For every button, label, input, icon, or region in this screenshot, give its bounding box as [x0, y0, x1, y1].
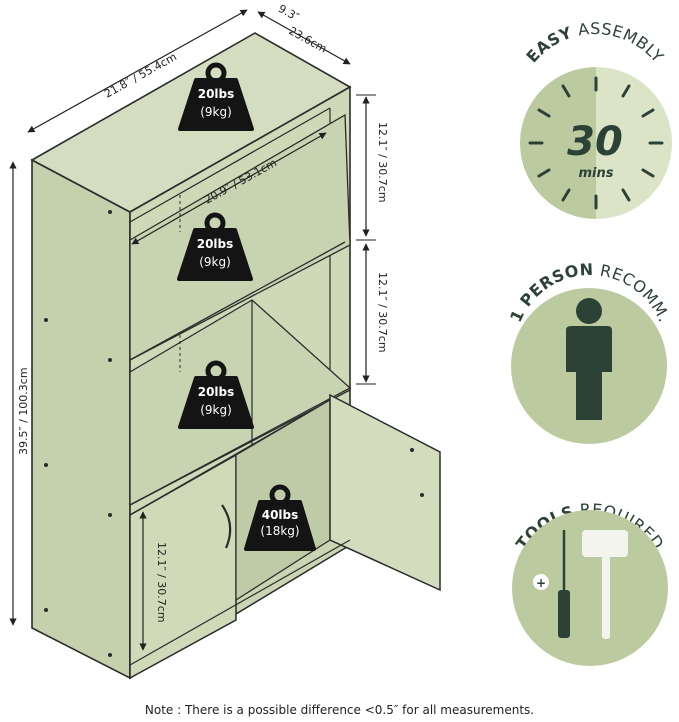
shelf-gap-top-label: 12.1″ / 30.7cm — [376, 122, 389, 203]
assembly-unit: mins — [579, 166, 614, 181]
right-door-open — [329, 393, 441, 592]
cabinet-height-label: 12.1″ / 30.7cm — [155, 542, 168, 623]
svg-text:20lbs: 20lbs — [198, 87, 235, 101]
weight-icon: 40lbs (18kg) — [244, 484, 316, 551]
svg-text:20lbs: 20lbs — [198, 385, 235, 399]
svg-text:20lbs: 20lbs — [197, 237, 234, 251]
weight-icon: 20lbs (9kg) — [177, 212, 253, 281]
svg-text:(18kg): (18kg) — [260, 524, 299, 538]
depth-cm-label: 23.6cm — [287, 24, 329, 55]
svg-text:(9kg): (9kg) — [199, 255, 231, 269]
svg-text:40lbs: 40lbs — [262, 508, 299, 522]
clock-icon — [528, 76, 664, 210]
weight-icon: 20lbs (9kg) — [178, 62, 254, 131]
svg-text:(9kg): (9kg) — [200, 105, 232, 119]
left-door — [129, 453, 237, 680]
height-label: 39.5″ / 100.3cm — [17, 367, 30, 455]
measurement-note: Note : There is a possible difference <0… — [144, 703, 535, 717]
svg-text:(9kg): (9kg) — [200, 403, 232, 417]
tools-required-badge: TOOLS REQUIRED + — [512, 500, 668, 666]
cabinet-side-panel — [31, 158, 131, 680]
screwdriver-icon: + — [533, 530, 570, 638]
weight-icon: 20lbs (9kg) — [178, 360, 254, 429]
assembly-minutes: 30 — [567, 119, 623, 165]
easy-assembly-title: EASY ASSEMBLY — [522, 19, 667, 66]
one-person-badge: 1 PERSON RECOMM. — [506, 260, 674, 444]
shelf-gap-mid-label: 12.1″ / 30.7cm — [376, 272, 389, 353]
dimension-lines — [9, 9, 376, 651]
mallet-icon — [582, 530, 628, 639]
svg-text:+: + — [536, 576, 546, 590]
depth-label: 9.3″ — [276, 2, 301, 24]
easy-assembly-badge: EASY ASSEMBLY 30 mins — [520, 19, 672, 219]
person-icon — [566, 298, 612, 420]
